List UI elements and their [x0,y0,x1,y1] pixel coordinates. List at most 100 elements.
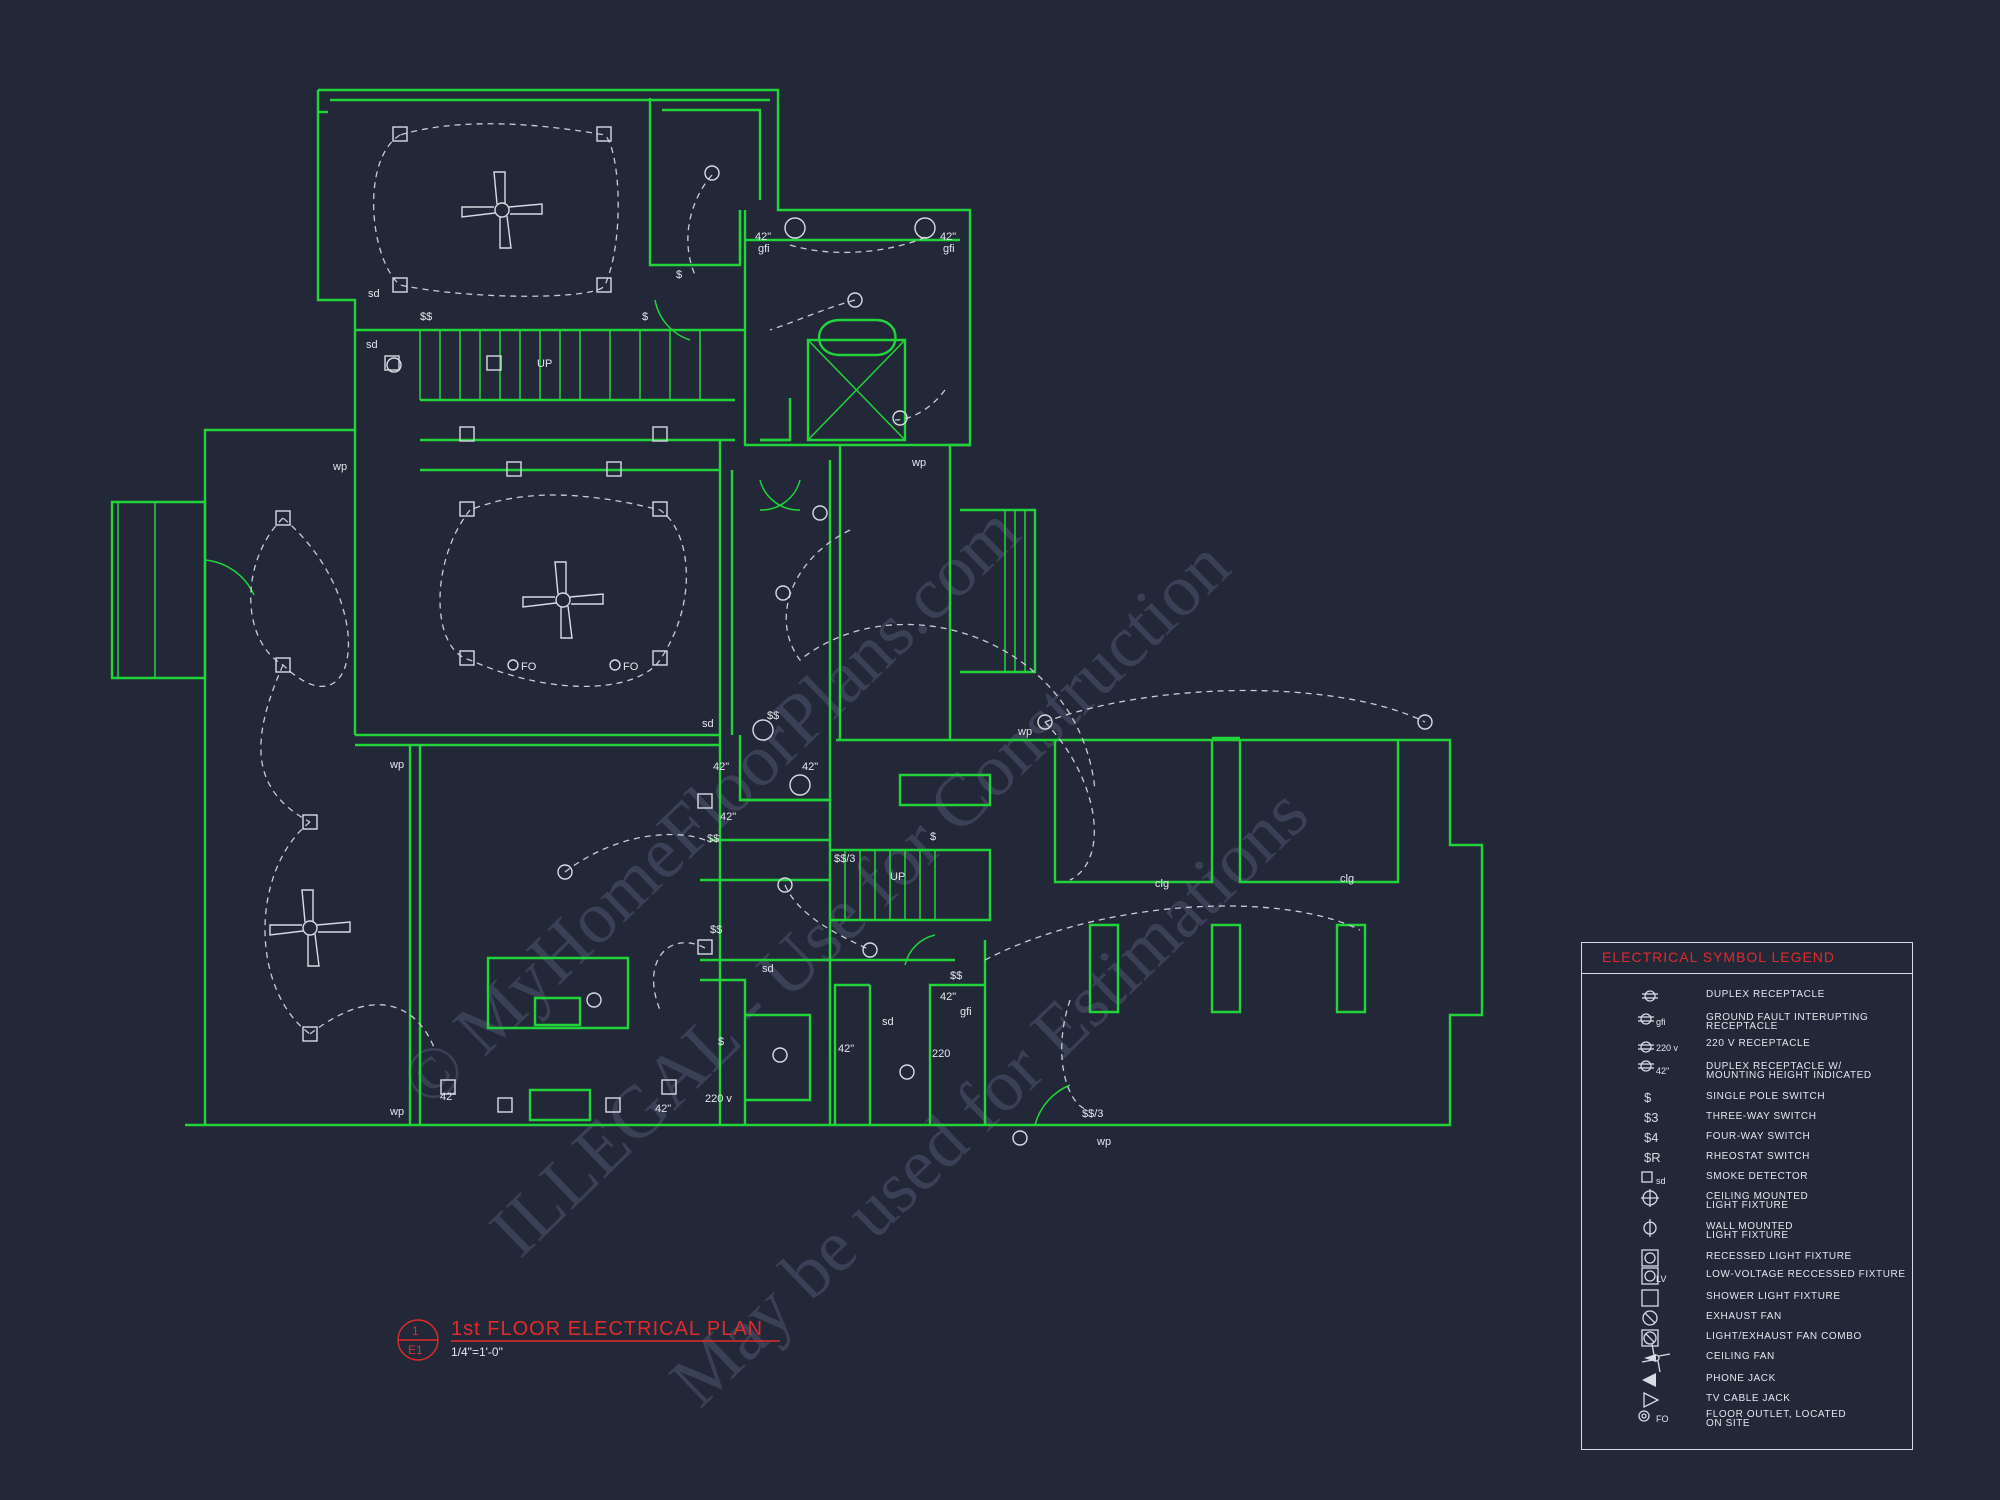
legend-item-label: SMOKE DETECTOR [1706,1171,1809,1182]
ceiling-light-icon [775,585,791,601]
voltage-label: 220 [932,1048,950,1060]
smoke-detector-label: sd [762,963,774,975]
recessed-light-icon [497,1097,513,1113]
switch-label: $$ [707,833,719,845]
recessed-light-icon [392,277,408,293]
recessed-light-icon [1630,1248,1670,1268]
legend-item-label: FOUR-WAY SWITCH [1706,1131,1811,1142]
weatherproof-label: wp [911,457,926,469]
legend-item-label: SHOWER LIGHT FIXTURE [1706,1291,1841,1302]
recessed-light-icon [384,355,400,371]
drawing-scale: 1/4"=1'-0" [451,1345,503,1359]
legend-item-label: LOW-VOLTAGE RECCESSED FIXTURE [1706,1269,1906,1280]
recessed-light-icon [459,501,475,517]
phone-jack-icon [1630,1370,1670,1390]
recessed-light-icon [596,126,612,142]
smoke-detector-label: sd [366,339,378,351]
legend-title: ELECTRICAL SYMBOL LEGEND [1582,943,1912,974]
light-exhaust-fans [752,217,936,796]
three-way-switch-label: $$/3 [1082,1108,1103,1120]
wall-light-icon [1630,1218,1670,1238]
gfi-label: gfi [758,243,770,255]
recessed-light-icon [459,426,475,442]
ceiling-fan-icon [269,889,351,967]
light-exhaust-combo-icon [789,774,811,796]
ceiling-light-icon [586,992,602,1008]
voltage-label: 220 v [705,1093,732,1105]
light-exhaust-combo-icon [1630,1328,1670,1348]
sheet-number: 1 [412,1324,419,1338]
smoke-detector-label: sd [702,718,714,730]
ceiling-light-icon [772,1047,788,1063]
svg-text:220 v: 220 v [1656,1043,1679,1053]
recessed-light-icon [605,1097,621,1113]
recessed-light-icon [392,126,408,142]
legend-item-label: DUPLEX RECEPTACLE W/MOUNTING HEIGHT INDI… [1706,1061,1872,1081]
recessed-light-icon [661,1079,677,1095]
light-exhaust-combo-icon [752,719,774,741]
legend-item: TV CABLE JACK [1582,1390,1912,1410]
switch-label: $$ [767,710,779,722]
rheostat-switch-icon: $R [1630,1148,1670,1168]
smoke-detector-label: sd [368,288,380,300]
floor-outlet-label: FO [521,661,537,673]
ceiling-light-icon [777,877,793,893]
ceiling-light-icon [1630,1188,1670,1208]
recessed-light-icon [275,510,291,526]
legend-item: sd SMOKE DETECTOR [1582,1168,1912,1188]
recessed-light-icon [697,939,713,955]
legend-item-label: RHEOSTAT SWITCH [1706,1151,1810,1162]
gfi-label: gfi [960,1006,972,1018]
single-pole-switch-icon: $ [1630,1088,1670,1108]
floor-outlet-label: FO [623,661,639,673]
ceiling-light-icon [1012,1130,1028,1146]
legend-item-label: TV CABLE JACK [1706,1393,1791,1404]
height-label: 42" [940,231,956,243]
electrical-symbol-legend: ELECTRICAL SYMBOL LEGEND DUPLEX RECEPTAC… [1581,942,1913,1450]
drawing-title-block: 1 E1 1st FLOOR ELECTRICAL PLAN 1/4"=1'-0… [397,1318,780,1361]
ceiling-light-icon [704,165,720,181]
stair-up-label: UP [890,871,905,883]
legend-item-label: DUPLEX RECEPTACLE [1706,989,1825,1000]
sheet-ref: E1 [408,1343,423,1357]
legend-item-label: EXHAUST FAN [1706,1311,1782,1322]
floor-outlet-icon [507,659,519,671]
svg-text:LV: LV [1656,1274,1666,1284]
svg-text:gfi: gfi [1656,1017,1666,1027]
svg-text:sd: sd [1656,1176,1666,1186]
ceiling-fans [269,171,604,967]
height-label: 42" [720,811,736,823]
switch-label: $ [930,831,936,843]
circuit-wiring [250,123,1426,1111]
recessed-light-icon [652,426,668,442]
height-label: 42" [655,1103,671,1115]
ceiling-label: clg [1155,878,1169,890]
plan-annotations: UP UP FO FO 42" gfi 42" gfi 42" 42" 42" … [332,231,1354,1148]
recessed-light-icon [486,355,502,371]
legend-item-label: SINGLE POLE SWITCH [1706,1091,1826,1102]
ceiling-light-icon [812,505,828,521]
three-way-switch-icon: $3 [1630,1108,1670,1128]
weatherproof-label: wp [332,461,347,473]
ceiling-label: clg [1340,873,1354,885]
duplex-receptacle-icon [1630,986,1670,1006]
weatherproof-label: wp [1017,726,1032,738]
light-exhaust-combo-icon [784,217,806,239]
legend-item: DUPLEX RECEPTACLE [1582,986,1912,1006]
ceiling-fan-icon [1630,1343,1671,1373]
recessed-light-icon [652,501,668,517]
ceiling-light-icon [899,1064,915,1080]
height-label: 42" [802,761,818,773]
floor-outlet-icon: FO [1630,1406,1670,1426]
recessed-light-icon [275,657,291,673]
walls [110,88,1484,1127]
light-exhaust-combo-icon [914,217,936,239]
height-label: 42" [755,231,771,243]
